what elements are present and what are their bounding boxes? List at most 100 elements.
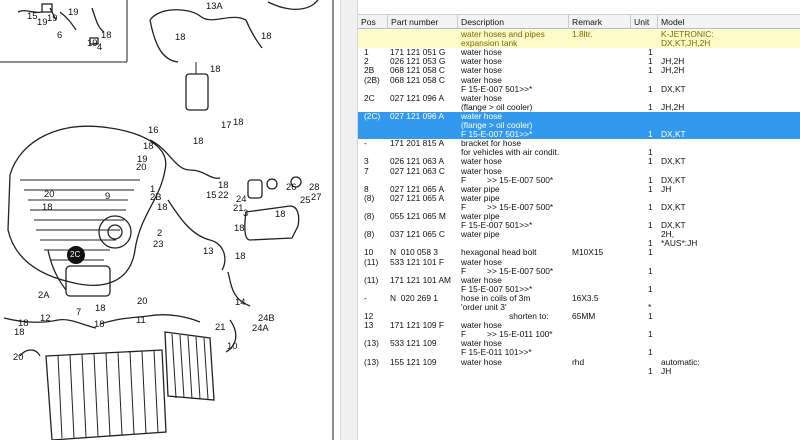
callout-label[interactable]: 18 [275, 208, 285, 219]
callout-label[interactable]: 20 [13, 351, 23, 362]
callout-label[interactable]: 2A [38, 289, 50, 300]
callout-label[interactable]: 18 [95, 302, 105, 313]
callout-label[interactable]: 19 [68, 6, 78, 17]
cell-model: JH,2H [661, 56, 685, 67]
callout-label[interactable]: 16 [148, 124, 158, 135]
callout-label[interactable]: 10 [227, 340, 237, 351]
callout-label[interactable]: 13 [203, 245, 213, 256]
callout-label[interactable]: 2C [70, 250, 80, 259]
callout-label[interactable]: 21 [215, 321, 225, 332]
callout-label[interactable]: 22 [218, 189, 228, 200]
callout-label[interactable]: 24 [236, 193, 246, 204]
callout-label[interactable]: 18 [233, 116, 243, 127]
callout-label[interactable]: 13A [206, 0, 223, 11]
callout-label[interactable]: 15 [27, 10, 37, 21]
callout-label[interactable]: 18 [14, 326, 24, 337]
cell-pos: (2C) [364, 110, 381, 121]
callout-label[interactable]: 18 [18, 317, 28, 328]
cell-model: DX,KT [661, 83, 686, 94]
callout-label[interactable]: 15 [206, 189, 216, 200]
callout-label[interactable]: 24B [258, 312, 275, 323]
callout-label[interactable]: 18 [261, 30, 271, 41]
callout-label[interactable]: 27 [311, 191, 321, 202]
cell-model: DX,KT [661, 156, 686, 167]
callout-label[interactable]: 28 [309, 181, 319, 192]
callout-label[interactable]: 19 [87, 37, 97, 48]
parts-table[interactable]: Pos Part number Description Remark Unit … [358, 0, 800, 440]
column-header-description[interactable]: Description [458, 15, 569, 29]
callout-label[interactable]: 20 [44, 188, 54, 199]
cell-unit: 1 [648, 56, 653, 67]
callout-label[interactable]: 18 [210, 63, 220, 74]
cell-description: water pipe [461, 229, 500, 240]
callout-label[interactable]: 18 [235, 250, 245, 261]
cell-part-number: 027 121 063 C [390, 165, 445, 176]
callout-label[interactable]: 12 [40, 312, 50, 323]
callout-label[interactable]: 18 [193, 135, 203, 146]
callout-label[interactable]: 7 [76, 306, 81, 317]
callout-label[interactable]: 19 [137, 153, 147, 164]
callout-label[interactable]: 2B [150, 191, 161, 202]
callout-label[interactable]: 26 [286, 181, 296, 192]
callout-label[interactable]: 19 [37, 16, 47, 27]
callout-label[interactable]: 14 [235, 296, 245, 307]
callout-label[interactable]: 11 [136, 314, 146, 325]
callout-label[interactable]: 24A [252, 322, 269, 333]
callout-label[interactable]: 18 [234, 222, 244, 233]
cell-model: JH,2H [661, 101, 685, 112]
callout-label[interactable]: 18 [218, 179, 228, 190]
callout-label[interactable]: 20 [137, 295, 147, 306]
cell-part-number: N 020 269 1 [390, 292, 438, 303]
callout-label[interactable]: 18 [175, 31, 185, 42]
callout-label[interactable]: 9 [105, 190, 110, 201]
callout-label[interactable]: 3 [243, 207, 248, 218]
callout-label[interactable]: 25 [300, 194, 310, 205]
cell-pos: 7 [364, 165, 369, 176]
callout-label[interactable]: 21 [233, 202, 243, 213]
callout-label[interactable]: 18 [143, 140, 153, 151]
callout-label[interactable]: 2 [157, 227, 162, 238]
callout-label[interactable]: 17 [221, 119, 231, 130]
callout-label[interactable]: 4 [97, 41, 102, 52]
callout-label[interactable]: 1 [150, 183, 155, 194]
callout-label[interactable]: 19 [47, 12, 57, 23]
column-header-pos[interactable]: Pos [358, 15, 388, 29]
cell-pos: 3 [364, 156, 369, 167]
column-header-model[interactable]: Model [661, 17, 685, 27]
callout-label[interactable]: 20 [136, 161, 146, 172]
cell-pos: (8) [364, 229, 375, 240]
callout-label[interactable]: 18 [101, 29, 111, 40]
callout-label[interactable]: 18 [157, 201, 167, 212]
column-header-unit[interactable]: Unit [631, 15, 658, 29]
callout-label[interactable]: 23 [153, 238, 163, 249]
column-header-part-number[interactable]: Part number [388, 15, 458, 29]
callout-label[interactable]: 18 [94, 318, 104, 329]
column-header-remark[interactable]: Remark [569, 15, 631, 29]
pane-splitter[interactable] [340, 0, 358, 440]
callout-label[interactable]: 18 [42, 201, 52, 212]
callout-label[interactable]: 6 [57, 29, 62, 40]
